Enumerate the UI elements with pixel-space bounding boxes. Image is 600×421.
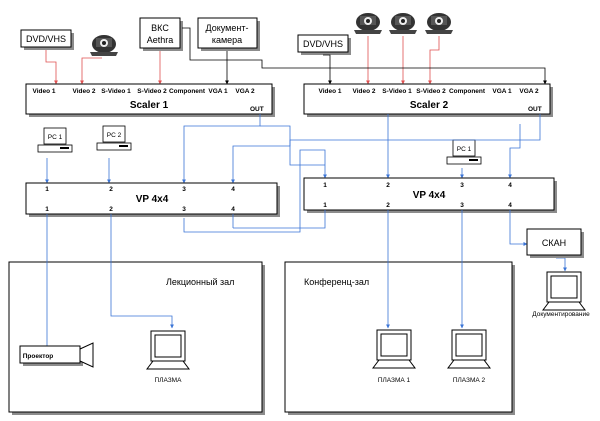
camera-right-2 — [389, 13, 417, 34]
svg-text:PC 1: PC 1 — [48, 134, 63, 141]
svg-text:2: 2 — [109, 186, 113, 193]
scaler1-port-svideo2: S-Video 2 — [137, 88, 167, 95]
svg-text:камера: камера — [212, 35, 242, 45]
svg-text:1: 1 — [323, 202, 327, 209]
pc1-left: PC 1 — [37, 127, 73, 153]
svg-text:ПЛАЗМА 2: ПЛАЗМА 2 — [453, 377, 486, 384]
svg-text:DVD/VHS: DVD/VHS — [26, 34, 66, 44]
svg-text:ПЛАЗМА: ПЛАЗМА — [155, 377, 183, 384]
svg-text:PC 2: PC 2 — [107, 132, 122, 139]
svg-text:1: 1 — [323, 182, 327, 189]
scaler2-port-component: Component — [449, 88, 486, 95]
document-camera: Документ- камера — [197, 17, 260, 51]
svg-text:4: 4 — [508, 182, 512, 189]
vp2-title: VP 4x4 — [413, 190, 446, 201]
svg-text:4: 4 — [231, 186, 235, 193]
scaler1-port-video2: Video 2 — [72, 88, 95, 95]
scan-label: СКАН — [542, 238, 566, 248]
scaler1-title: Scaler 1 — [130, 100, 169, 111]
scaler1-port-vga1: VGA 1 — [208, 88, 228, 95]
scaler2-title: Scaler 2 — [410, 100, 449, 111]
svg-text:1: 1 — [45, 186, 49, 193]
scaler2-port-svideo1: S-Video 1 — [382, 88, 412, 95]
scan-box: СКАН — [526, 228, 584, 258]
scaler2-port-video2: Video 2 — [352, 88, 375, 95]
scaler2-out: OUT — [528, 106, 542, 113]
svg-text:PC 1: PC 1 — [457, 146, 472, 153]
scaler-1: Video 1 Video 2 S-Video 1 S-Video 2 Comp… — [25, 83, 275, 117]
vp1-title: VP 4x4 — [136, 194, 169, 205]
plasma-2: ПЛАЗМА 2 — [447, 329, 491, 384]
svg-text:3: 3 — [182, 186, 186, 193]
scaler2-port-vga1: VGA 1 — [492, 88, 512, 95]
documenting-label: Документирование — [532, 311, 590, 318]
projector: Проектор — [19, 342, 94, 368]
svg-text:2: 2 — [386, 202, 390, 209]
svg-text:3: 3 — [460, 182, 464, 189]
scaler1-out: OUT — [250, 106, 264, 113]
vp-input-connections — [45, 114, 541, 233]
svg-text:2: 2 — [109, 206, 113, 213]
scaler2-port-video1: Video 1 — [318, 88, 341, 95]
svg-text:DVD/VHS: DVD/VHS — [303, 39, 343, 49]
conference-hall-title: Конференц-зал — [304, 277, 369, 287]
plasma-1: ПЛАЗМА 1 — [372, 329, 416, 384]
lecture-hall-title: Лекционный зал — [166, 277, 234, 287]
scaler1-port-video1: Video 1 — [32, 88, 55, 95]
scaler1-port-svideo1: S-Video 1 — [101, 88, 131, 95]
source-connections — [45, 27, 547, 85]
scaler1-port-component: Component — [169, 88, 206, 95]
camera-left — [90, 35, 118, 56]
svg-text:2: 2 — [386, 182, 390, 189]
svg-text:ВКС: ВКС — [151, 23, 169, 33]
plasma-lecture: ПЛАЗМА — [146, 330, 190, 384]
camera-right-1 — [354, 13, 382, 34]
svg-text:Aethra: Aethra — [147, 35, 174, 45]
svg-text:1: 1 — [45, 206, 49, 213]
pc1-right: PC 1 — [446, 139, 482, 165]
vp-4x4-right: 1 2 3 4 VP 4x4 1 2 3 4 — [303, 177, 557, 213]
dvd-vhs-right: DVD/VHS — [297, 34, 351, 55]
svg-text:3: 3 — [460, 202, 464, 209]
vp-output-connections — [45, 210, 567, 356]
vp-4x4-left: 1 2 3 4 VP 4x4 1 2 3 4 — [25, 182, 280, 217]
vks-aethra: ВКС Aethra — [139, 17, 183, 51]
svg-text:4: 4 — [231, 206, 235, 213]
scaler2-port-svideo2: S-Video 2 — [416, 88, 446, 95]
scaler2-port-vga2: VGA 2 — [519, 88, 539, 95]
scaler-2: Video 1 Video 2 S-Video 1 S-Video 2 Comp… — [303, 83, 553, 117]
camera-right-3 — [425, 13, 453, 34]
dvd-vhs-left: DVD/VHS — [20, 29, 74, 50]
svg-text:4: 4 — [508, 202, 512, 209]
lecture-hall: Лекционный зал — [8, 261, 265, 415]
svg-text:Документ-: Документ- — [206, 23, 249, 33]
documenting-pc: Документирование — [532, 271, 590, 318]
scaler1-port-vga2: VGA 2 — [235, 88, 255, 95]
svg-text:3: 3 — [182, 206, 186, 213]
projector-label: Проектор — [23, 353, 54, 360]
pc2-left: PC 2 — [96, 125, 132, 151]
svg-text:ПЛАЗМА 1: ПЛАЗМА 1 — [378, 377, 411, 384]
